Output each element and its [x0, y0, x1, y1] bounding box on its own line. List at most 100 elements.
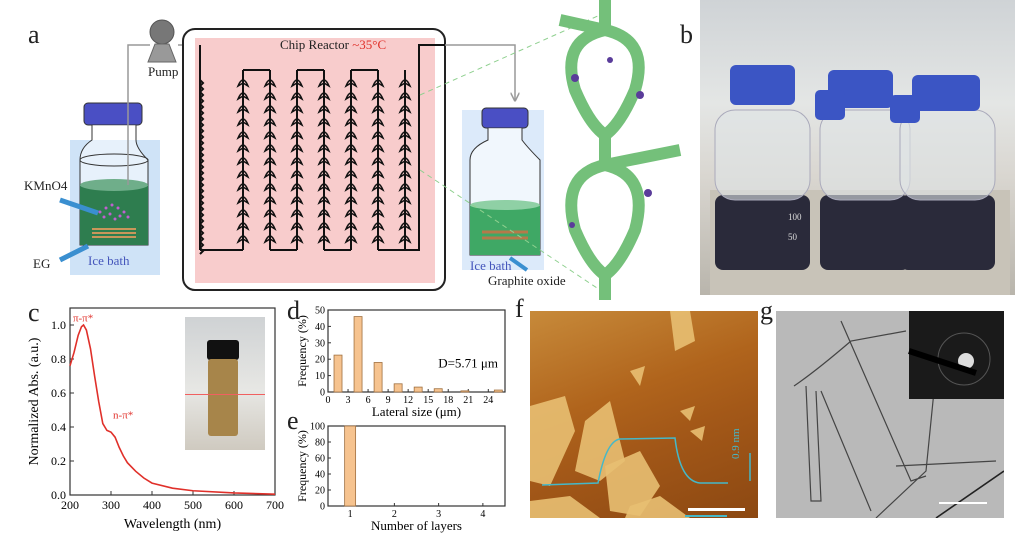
y-tick-label-d: 0: [320, 388, 325, 399]
y-tick-label-d: 30: [315, 338, 325, 349]
y-tick-label-d: 20: [315, 355, 325, 366]
mixer-unit: [317, 209, 331, 218]
mixer-unit: [290, 131, 304, 140]
mixer-unit: [371, 105, 385, 114]
mixer-unit: [290, 235, 304, 244]
right-bottle: [469, 107, 541, 256]
panel-label-e: e: [287, 406, 299, 435]
mixer-unit: [263, 170, 277, 179]
mixer-unit: [290, 92, 304, 101]
mixer-unit: [344, 79, 358, 88]
mixer-unit: [236, 183, 250, 192]
mixer-unit: [371, 196, 385, 205]
panel-label-d: d: [287, 296, 300, 325]
mixer-unit: [263, 118, 277, 127]
mixer-unit: [236, 144, 250, 153]
channel-outlet: [405, 44, 445, 251]
mixer-unit: [371, 157, 385, 166]
panel-label-g: g: [760, 296, 773, 325]
mixer-unit: [236, 79, 250, 88]
graduation-50: 50: [788, 232, 798, 242]
x-tick-label-d: 6: [366, 395, 371, 406]
bar-e: [344, 425, 357, 507]
panel-label-b: b: [680, 20, 693, 49]
diffraction-center: [958, 353, 974, 369]
y-tick-label-d: 40: [315, 322, 325, 333]
mixer-unit: [398, 131, 412, 140]
y-tick-label-d: 50: [315, 306, 325, 317]
channel-zoom: [558, 0, 682, 300]
eg-label: EG: [33, 256, 51, 271]
annotation-pi-pi: π-π*: [73, 313, 93, 325]
x-axis-label-d: Lateral size (μm): [372, 404, 461, 419]
mixer-unit: [236, 118, 250, 127]
mixer-unit: [290, 170, 304, 179]
x-axis-label-c: Wavelength (nm): [124, 517, 222, 532]
x-tick-label-d: 15: [423, 395, 433, 406]
x-tick-label-c: 300: [102, 498, 120, 512]
reactor-channels: [199, 44, 445, 255]
plot-frame-c: [69, 307, 276, 496]
height-label: 0.9 nm: [730, 428, 742, 459]
panel-label-c: c: [28, 298, 40, 327]
mixer-unit: [290, 144, 304, 153]
y-tick-label-e: 0: [320, 502, 325, 513]
x-tick-label-c: 500: [184, 498, 202, 512]
y-tick-label-c: 1.0: [51, 318, 66, 332]
y-tick-label-e: 40: [315, 470, 325, 481]
mixer-unit: [398, 118, 412, 127]
graphene-sheet-edges: [793, 320, 1004, 518]
ice-bath-right-label: Ice bath: [470, 258, 512, 273]
beam-stopper: [908, 348, 977, 376]
mixer-unit: [344, 131, 358, 140]
reactor-title: Chip Reactor ~35°C: [280, 37, 386, 53]
mixer-unit: [263, 209, 277, 218]
series-line-c: [69, 323, 276, 495]
bar-d: [373, 362, 383, 393]
mixer-unit: [317, 105, 331, 114]
x-tick-label-e: 4: [480, 509, 485, 520]
mixer-unit: [236, 170, 250, 179]
bar-d: [433, 388, 443, 393]
mixer-unit: [371, 222, 385, 231]
panel-label-f: f: [515, 294, 524, 323]
left-bottle: [79, 102, 149, 246]
ice-bath-left-label: Ice bath: [88, 253, 130, 268]
tyndall-beam: [185, 394, 265, 395]
profile-position-line: [685, 515, 727, 517]
mixer-unit: [263, 144, 277, 153]
panel-a-schematic: [58, 0, 682, 300]
mixer-unit: [371, 183, 385, 192]
mixer-unit: [371, 79, 385, 88]
annotation-n-pi: n-π*: [113, 410, 133, 422]
mixer-unit: [371, 131, 385, 140]
mixer-unit: [263, 235, 277, 244]
mixer-unit: [290, 157, 304, 166]
x-tick-label-c: 600: [225, 498, 243, 512]
afm-image: 0.9 nm: [530, 311, 758, 518]
x-tick-label-c: 200: [61, 498, 79, 512]
mixer-unit: [398, 105, 412, 114]
bar-d: [460, 390, 470, 393]
mixer-unit: [236, 105, 250, 114]
mixer-unit: [236, 92, 250, 101]
x-tick-label-d: 24: [483, 395, 493, 406]
vial-photo-inset: [185, 317, 265, 450]
x-tick-label-c: 400: [143, 498, 161, 512]
pump-icon: [147, 19, 177, 63]
mixer-unit: [317, 170, 331, 179]
mixer-unit: [263, 157, 277, 166]
height-profile-line: [541, 437, 728, 486]
bar-d: [353, 316, 363, 393]
scale-bar: [688, 508, 745, 511]
mixer-unit: [317, 196, 331, 205]
x-tick-label-d: 21: [463, 395, 473, 406]
mixer-unit: [290, 209, 304, 218]
mixer-unit: [290, 79, 304, 88]
mixer-unit: [236, 235, 250, 244]
mixer-unit: [398, 196, 412, 205]
mixer-unit: [290, 105, 304, 114]
mixer-unit: [344, 105, 358, 114]
mixer-unit: [290, 196, 304, 205]
bar-d: [493, 389, 503, 393]
